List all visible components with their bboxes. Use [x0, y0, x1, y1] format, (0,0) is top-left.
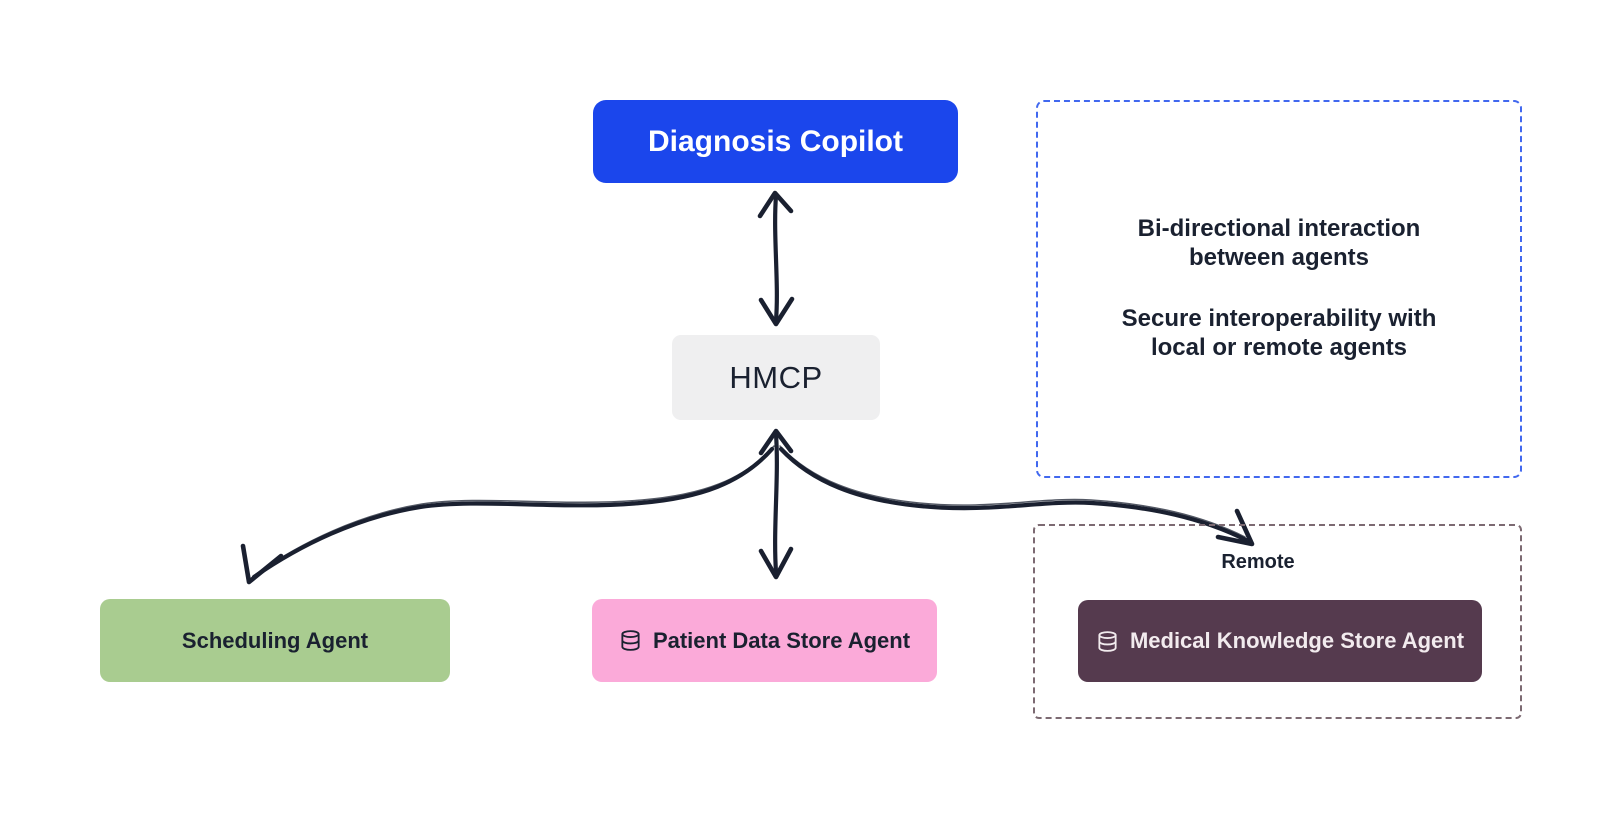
database-icon: [1098, 630, 1117, 652]
note-interoperability: Secure interoperability with local or re…: [1122, 305, 1437, 363]
arrow-copilot-hmcp: [757, 190, 795, 327]
notes-panel: Bi-directional interaction between agent…: [1036, 100, 1522, 478]
note-interoperability-line2: local or remote agents: [1150, 333, 1408, 361]
medical-knowledge-store-agent-node: Medical Knowledge Store Agent: [1078, 600, 1482, 682]
arrow-hmcp-scheduling: [240, 445, 775, 585]
patient-data-store-agent-label: Patient Data Store Agent: [652, 627, 911, 653]
hmcp-node: HMCP: [672, 335, 880, 420]
hmcp-label: HMCP: [729, 359, 823, 395]
database-icon: [621, 630, 640, 651]
arrow-hmcp-patient: [758, 428, 794, 580]
note-interoperability-line1: Secure interoperability with: [1121, 305, 1437, 332]
scheduling-agent-label: Scheduling Agent: [181, 627, 369, 653]
diagnosis-copilot-label: Diagnosis Copilot: [648, 124, 903, 158]
note-bidirectional: Bi-directional interaction between agent…: [1138, 215, 1421, 273]
patient-data-store-agent-node: Patient Data Store Agent: [592, 599, 937, 682]
diagnosis-copilot-node: Diagnosis Copilot: [593, 100, 958, 183]
scheduling-agent-node: Scheduling Agent: [100, 599, 450, 682]
medical-knowledge-store-agent-label: Medical Knowledge Store Agent: [1129, 628, 1465, 653]
note-bidirectional-line2: between agents: [1188, 244, 1370, 272]
remote-label: Remote: [1221, 551, 1295, 573]
note-bidirectional-line1: Bi-directional interaction: [1137, 215, 1421, 243]
remote-group-frame: [1033, 524, 1522, 719]
